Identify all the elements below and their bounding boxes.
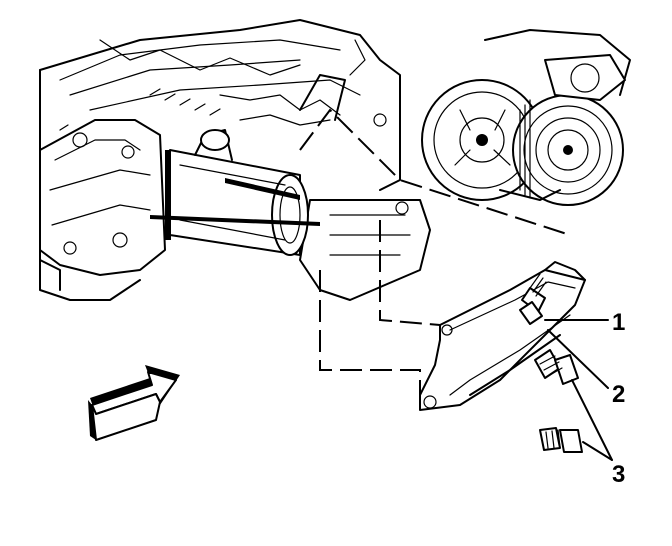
alignment-lines — [299, 108, 571, 405]
bolt-1 — [519, 273, 547, 325]
callout-label-3: 3 — [612, 461, 625, 488]
bolt-upper-3 — [534, 349, 579, 385]
cover-plate — [419, 261, 586, 411]
callout-label-2: 2 — [612, 381, 625, 408]
accessory-pulleys — [421, 29, 631, 206]
engine-assembly — [39, 19, 431, 301]
leader-lines — [544, 319, 613, 461]
direction-arrow-icon — [88, 365, 180, 441]
bolt-lower-3 — [539, 427, 583, 453]
callout-label-1: 1 — [612, 309, 625, 336]
